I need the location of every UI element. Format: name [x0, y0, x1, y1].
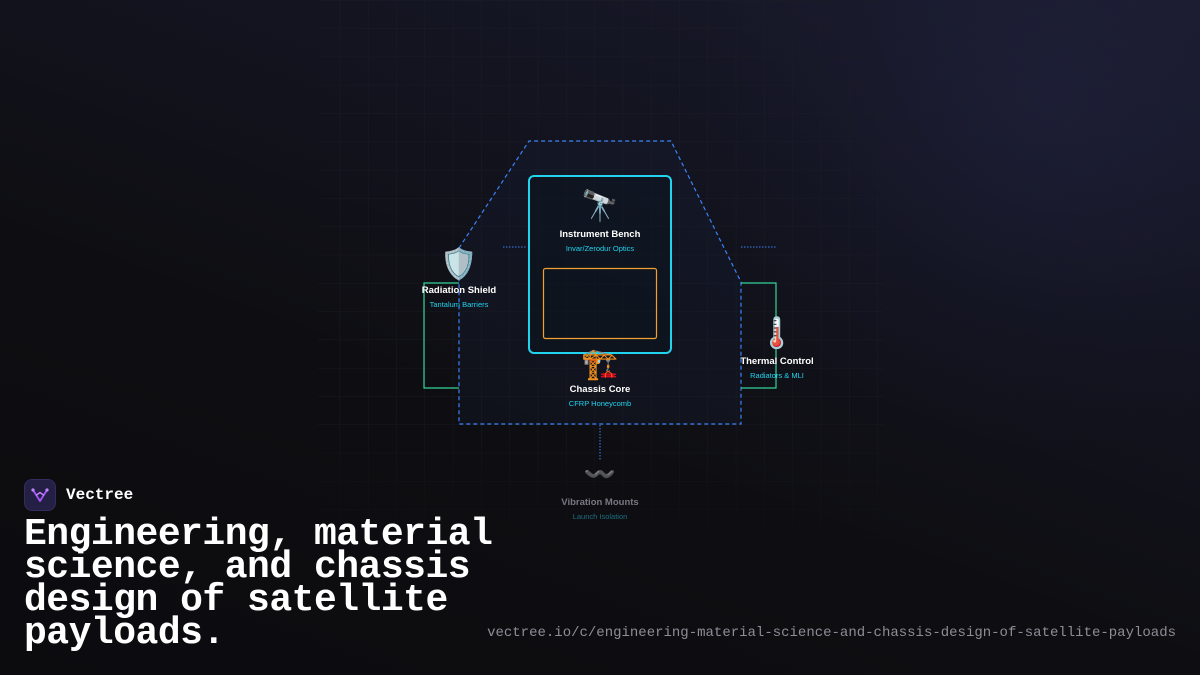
brand-name: Vectree: [66, 486, 134, 504]
grid-background: [318, 0, 884, 560]
node-subtitle: CFRP Honeycomb: [569, 399, 631, 408]
brand: Vectree: [24, 479, 133, 511]
node-chassis-core: 🏗️ Chassis Core CFRP Honeycomb: [569, 347, 631, 408]
node-title: Radiation Shield: [422, 285, 497, 296]
node-subtitle: Tantalum Barriers: [430, 300, 489, 309]
wave-icon: 〰️: [584, 460, 616, 490]
thermometer-icon: 🌡️: [758, 315, 795, 351]
headline: Engineering, material science, and chass…: [24, 513, 493, 655]
node-title: Instrument Bench: [560, 229, 641, 240]
page-url[interactable]: vectree.io/c/engineering-material-scienc…: [487, 625, 1176, 641]
optics-mount-box: [542, 267, 658, 340]
telescope-icon: 🔭: [581, 188, 618, 224]
node-title: Vibration Mounts: [561, 497, 638, 508]
instrument-bench-frame: [528, 175, 672, 354]
node-title: Chassis Core: [570, 384, 631, 395]
node-subtitle: Invar/Zerodur Optics: [566, 244, 635, 253]
node-vibration-mounts: 〰️ Vibration Mounts Launch Isolation: [561, 460, 638, 521]
node-subtitle: Launch Isolation: [573, 512, 628, 521]
shield-bracket: [423, 282, 459, 389]
node-title: Thermal Control: [740, 356, 813, 367]
thermal-bracket: [741, 282, 777, 389]
shield-icon: 🛡️: [440, 246, 477, 282]
node-instrument-bench: 🔭 Instrument Bench Invar/Zerodur Optics: [560, 188, 641, 253]
node-subtitle: Radiators & MLI: [750, 371, 804, 380]
node-thermal-control: 🌡️ Thermal Control Radiators & MLI: [740, 315, 813, 380]
crane-icon: 🏗️: [581, 347, 618, 382]
node-radiation-shield: 🛡️ Radiation Shield Tantalum Barriers: [422, 246, 497, 309]
vectree-logo-icon: [24, 479, 56, 511]
